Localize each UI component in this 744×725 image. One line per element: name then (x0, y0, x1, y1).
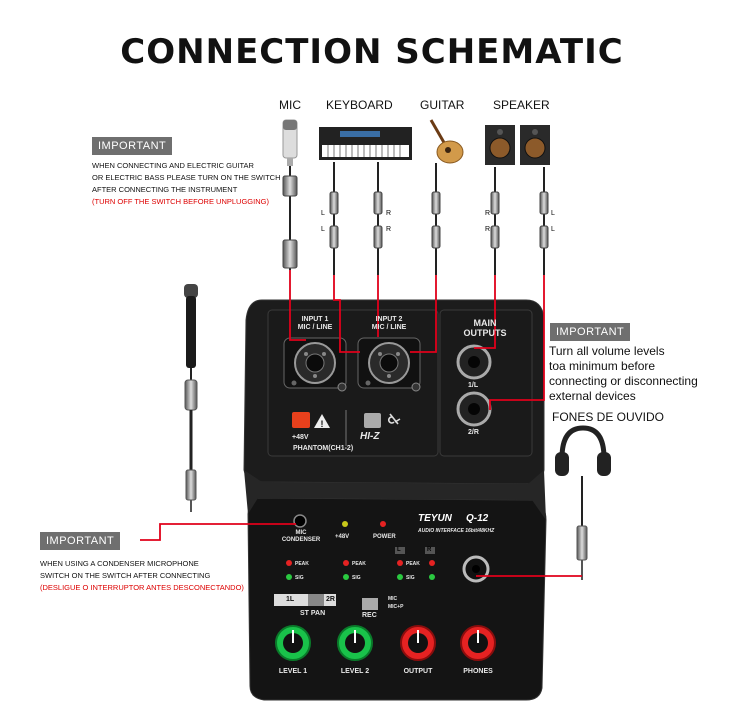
headphones-icon (555, 425, 611, 580)
speaker-l-mark-2: L (551, 226, 555, 233)
rec-label: REC (362, 612, 377, 619)
knob-output (400, 625, 436, 661)
keyboard-l-mark-2: L (321, 226, 325, 233)
keyboard-r-mark-1: R (386, 210, 392, 217)
input1-label: INPUT 1 MIC / LINE (297, 316, 333, 331)
sig-label-1: SIG (295, 575, 304, 581)
rec-switch (362, 598, 378, 610)
peak-label-3: PEAK (406, 561, 420, 567)
knob-level2-label: LEVEL 2 (340, 668, 370, 675)
knob-level1-label: LEVEL 1 (278, 668, 308, 675)
hiz-switch (364, 413, 381, 428)
pan-2r-label: 2R (326, 596, 335, 603)
st-pan-label: ST PAN (300, 610, 326, 617)
source-label-keyboard: KEYBOARD (326, 98, 393, 112)
phantom-48v-label: +48V (292, 434, 309, 441)
out-l-label: 1/L (468, 382, 479, 389)
guitar-instrument-icon (429, 119, 464, 164)
keyboard-instrument-icon (319, 127, 412, 160)
red-wires (140, 270, 582, 577)
sig-label-3: SIG (406, 575, 415, 581)
led-48v-label: +48V (335, 534, 350, 540)
note-guitar-line2: OR ELECTRIC BASS PLEASE TURN ON THE SWIT… (92, 173, 281, 182)
speaker-l-mark-1: L (551, 210, 555, 217)
main-output-jack-r (456, 391, 492, 427)
model-label: Q-12 (466, 513, 489, 524)
mic-condenser-jack (293, 514, 307, 528)
important-badge-guitar: IMPORTANT (92, 137, 173, 155)
note-guitar-line1: WHEN CONNECTING AND ELECTRIC GUITAR (92, 161, 254, 170)
warning-icon (314, 414, 330, 428)
meter-l-label: L (397, 547, 401, 553)
led-power-label: POWER (373, 534, 396, 540)
svg-text:!: ! (321, 419, 324, 429)
handheld-mic-icon (184, 284, 198, 512)
source-label-guitar: GUITAR (420, 98, 465, 112)
st-pan-switch (308, 594, 324, 606)
speaker-r-mark-2: R (485, 226, 491, 233)
main-output-jack-l (456, 344, 492, 380)
input2-combo-jack (357, 337, 421, 392)
knob-level2 (337, 625, 373, 661)
brand-label: TEYUN (418, 513, 452, 524)
note-guitar-warning: (TURN OFF THE SWITCH BEFORE UNPLUGGING) (92, 197, 269, 206)
knob-phones (460, 625, 496, 661)
important-badge-volume: IMPORTANT (550, 323, 631, 341)
audio-interface-device: ! (243, 299, 547, 701)
out-r-label: 2/R (468, 429, 479, 436)
speaker-instrument-icon (485, 125, 550, 165)
important-badge-condenser: IMPORTANT (40, 532, 121, 550)
keyboard-l-mark-1: L (321, 210, 325, 217)
note-volume-line4: external devices (549, 389, 636, 403)
note-volume: Turn all volume levels toa minimum befor… (549, 344, 729, 404)
peak-label-2: PEAK (352, 561, 366, 567)
note-condenser-line1: WHEN USING A CONDENSER MICROPHONE (40, 559, 199, 568)
knob-output-label: OUTPUT (403, 668, 433, 675)
note-volume-line2: toa minimum before (549, 359, 656, 373)
guitar-icon (388, 413, 401, 425)
main-outputs-label: MAIN OUTPUTS (463, 318, 507, 338)
rec-mic-label: MIC (388, 596, 398, 602)
led-power (380, 521, 386, 527)
note-condenser-warning: (DESLIGUE O INTERRUPTOR ANTES DESCONECTA… (40, 583, 244, 592)
led-48v (342, 521, 348, 527)
source-label-speaker: SPEAKER (493, 98, 550, 112)
note-volume-line1: Turn all volume levels (549, 344, 665, 358)
note-guitar: WHEN CONNECTING AND ELECTRIC GUITAR OR E… (92, 160, 282, 208)
mic-condenser-label: MIC CONDENSER (281, 530, 321, 543)
note-condenser-line2: SWITCH ON THE SWITCH AFTER CONNECTING (40, 571, 211, 580)
peak-label-1: PEAK (295, 561, 309, 567)
keyboard-r-mark-2: R (386, 226, 392, 233)
device-subtitle: AUDIO INTERFACE 16bit/48KHZ (418, 528, 495, 534)
page-title: CONNECTION SCHEMATIC (120, 32, 624, 72)
note-volume-line3: connecting or disconnecting (549, 374, 698, 388)
knob-phones-label: PHONES (463, 668, 493, 675)
speaker-r-mark-1: R (485, 210, 491, 217)
note-condenser: WHEN USING A CONDENSER MICROPHONE SWITCH… (40, 558, 250, 594)
mic-instrument-icon (282, 119, 298, 166)
headphones-label: FONES DE OUVIDO (552, 410, 665, 424)
knob-level1 (275, 625, 311, 661)
phantom-label: PHANTOM(CH1-2) (293, 445, 354, 452)
phantom-switch (292, 412, 310, 428)
input1-combo-jack (283, 337, 347, 392)
rec-micp-label: MIC+P (388, 604, 404, 610)
meter-r-label: R (427, 547, 432, 553)
pan-1l-label: 1L (286, 596, 295, 603)
note-guitar-line3: AFTER CONNECTING THE INSTRUMENT (92, 185, 238, 194)
source-label-mic: MIC (279, 98, 301, 112)
input2-label: INPUT 2 MIC / LINE (371, 316, 407, 331)
hiz-label: HI-Z (360, 431, 380, 442)
sig-label-2: SIG (352, 575, 361, 581)
